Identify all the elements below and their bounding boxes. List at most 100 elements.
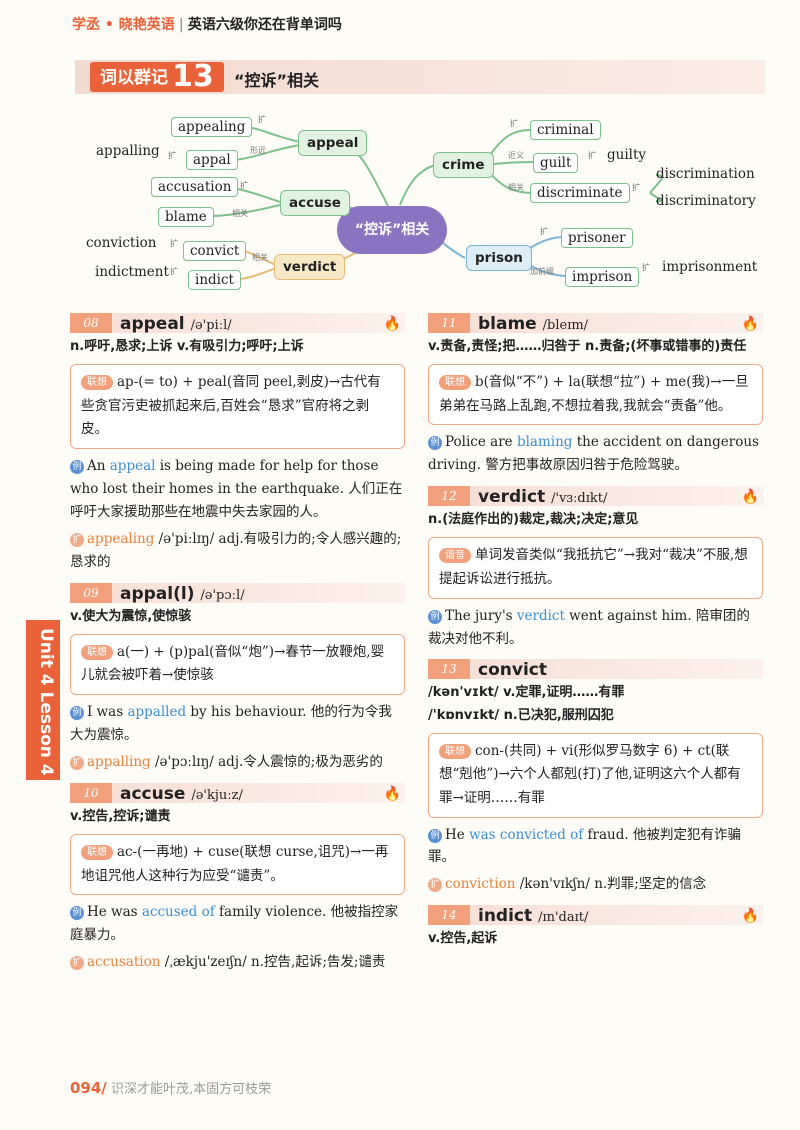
book-title: 英语六级你还在背单词吗 <box>187 17 342 33</box>
relation-tag: 相关 <box>252 253 268 262</box>
relation-tag: 形近 <box>250 146 266 155</box>
memo-text: a(一) + (p)pal(音似“炮”)→春节一放鞭炮,婴儿就会被吓着→使惊骇 <box>81 643 385 684</box>
definition: /'kɒnvɪkt/ n.已决犯,服刑囚犯 <box>428 707 614 723</box>
extension-word: accusation <box>87 954 161 971</box>
mindmap-hub: accuse <box>280 190 350 216</box>
memo-text: ap-(= to) + peal(音同 peel,剥皮)→古代有些贪官污吏被抓起… <box>81 374 381 438</box>
example-icon: 例 <box>70 906 84 921</box>
headword-text: convict <box>478 660 547 681</box>
example-highlight: accused of <box>141 904 215 921</box>
phonetic: /bleɪm/ <box>542 318 589 333</box>
fire-icon: 🔥 <box>383 785 401 802</box>
memo-label: 谐音 <box>439 548 471 564</box>
example-highlight: appeal <box>109 457 156 474</box>
example-text: An <box>87 457 110 474</box>
mindmap-node: imprisonment <box>662 259 758 275</box>
example-text: family violence. 他被指控家庭暴力。 <box>70 904 399 944</box>
example-highlight: verdict <box>516 607 565 624</box>
header-separator: | <box>178 17 184 33</box>
mindmap-node: guilty <box>607 147 647 163</box>
example-text: is being made for help for those who los… <box>70 457 403 520</box>
extension-word: appealing <box>87 530 155 547</box>
relation-tag: 扩 <box>588 151 596 160</box>
headword: indict /ɪn'daɪt/ <box>478 902 588 931</box>
entry-number: 13 <box>428 659 470 680</box>
entry-header: 13 convict <box>428 656 763 682</box>
extend-icon: 扩 <box>428 878 442 893</box>
example-highlight: was convicted of <box>469 826 584 843</box>
memo-label: 联想 <box>81 375 113 391</box>
example-icon: 例 <box>428 436 442 451</box>
headword-text: appal(l) <box>120 583 195 604</box>
fire-icon: 🔥 <box>741 908 759 925</box>
relation-tag: 扩 <box>632 183 640 192</box>
page-header: 学丞 • 晓艳英语|英语六级你还在背单词吗 <box>72 14 342 34</box>
phonetic: /ə'piːl/ <box>190 318 232 333</box>
memo-text: con-(共同) + vi(形似罗马数字 6) + ct(联想“剋他”)→六个人… <box>439 742 741 806</box>
relation-tag: 扩 <box>540 227 548 236</box>
relation-tag: 相关 <box>232 209 248 218</box>
mindmap-node: prisoner <box>561 228 633 248</box>
mindmap-node: appal <box>186 150 238 170</box>
headword: convict <box>478 656 547 685</box>
relation-tag: 相关 <box>508 183 524 192</box>
relation-tag: 扩 <box>170 267 178 276</box>
headword-text: blame <box>478 314 537 334</box>
unit-label: Unit 4 Lesson 4 <box>36 628 56 776</box>
definition: v.责备,责怪;把……归咎于 n.责备;(坏事或错事的)责任 <box>428 339 747 354</box>
relation-tag: 扩 <box>240 181 248 190</box>
footer-motto: 识深才能叶茂,本固方可枝荣 <box>110 1082 272 1097</box>
headword: verdict /'vɜːdɪkt/ <box>478 483 607 512</box>
page-footer: 094/ 识深才能叶茂,本固方可枝荣 <box>70 1078 271 1097</box>
memo-label: 联想 <box>439 743 471 759</box>
example-text: by his behaviour. 他的行为令我大为震惊。 <box>70 704 392 743</box>
memo-label: 联想 <box>439 375 471 391</box>
left-column: 08 appeal /ə'piːl/ 🔥 n.呼吁,恳求;上诉 v.有吸引力;呼吁;… <box>70 304 405 978</box>
memo-text: ac-(一再地) + cuse(联想 curse,诅咒)→一再地诅咒他人这种行为… <box>81 843 389 884</box>
mindmap-node: indict <box>188 270 241 290</box>
mindmap-node: indictment <box>95 264 169 280</box>
mindmap-node: convict <box>183 241 247 261</box>
entry-number: 08 <box>70 313 112 333</box>
relation-tag: 扩 <box>170 239 178 248</box>
relation-tag: 扩 <box>642 263 650 272</box>
definition: v.控告,控诉;谴责 <box>70 808 171 824</box>
fire-icon: 🔥 <box>383 316 401 332</box>
section-label: 词以群记 <box>100 68 168 88</box>
extension-word: conviction <box>445 876 516 893</box>
mindmap-node: discriminatory <box>656 193 756 209</box>
mindmap-node: discriminate <box>530 183 630 203</box>
definition: n.呼吁,恳求;上诉 v.有吸引力;呼吁;上诉 <box>70 339 304 354</box>
example-icon: 例 <box>70 706 84 720</box>
extension-word: appalling <box>87 753 151 770</box>
mindmap-hub: crime <box>433 152 494 178</box>
entry-number: 10 <box>70 782 112 803</box>
example-text: fraud. 他被判定犯有诈骗罪。 <box>428 826 741 866</box>
example-text: Police are <box>445 434 517 451</box>
mindmap-node: appealing <box>171 117 253 137</box>
example-text: went against him. 陪审团的裁决对他不利。 <box>428 607 750 647</box>
definition: v.控告,起诉 <box>428 931 498 947</box>
headword: blame /bleɪm/ <box>478 310 588 339</box>
phonetic: /ə'kjuːz/ <box>191 787 243 803</box>
entry-number: 09 <box>70 582 112 603</box>
mindmap-node: discrimination <box>656 166 755 182</box>
relation-tag: 扩 <box>258 115 266 124</box>
example-highlight: blaming <box>516 434 573 451</box>
mindmap-node: criminal <box>530 120 601 140</box>
extend-icon: 扩 <box>70 956 84 971</box>
